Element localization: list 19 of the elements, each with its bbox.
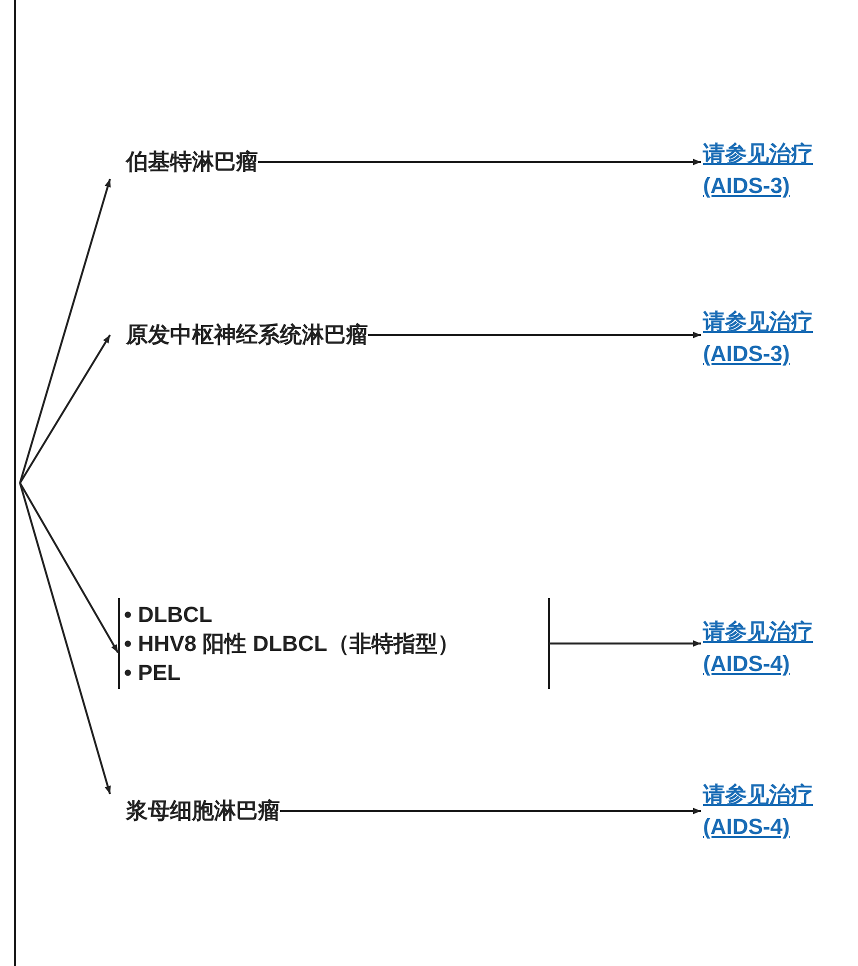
list-item: • DLBCL <box>124 601 214 629</box>
link-text: 请参见治疗 (AIDS-3) <box>703 140 814 200</box>
arrow <box>19 178 111 484</box>
link-text: 请参见治疗 (AIDS-3) <box>703 308 814 368</box>
arrow <box>280 808 701 814</box>
list-item: • PEL <box>124 659 182 687</box>
lymphoma-label: 伯基特淋巴瘤 <box>126 148 258 176</box>
bracket-list <box>118 598 550 689</box>
list-item: • HHV8 阳性 DLBCL（非特指型） <box>124 630 460 658</box>
lymphoma-label: 浆母细胞淋巴瘤 <box>126 797 280 825</box>
arrow <box>19 482 119 654</box>
arrow <box>19 482 111 794</box>
arrow <box>258 158 701 166</box>
arrow <box>19 334 111 484</box>
lymphoma-label: 原发中枢神经系统淋巴瘤 <box>126 321 368 349</box>
link-text: 请参见治疗 (AIDS-4) <box>703 618 814 678</box>
arrow <box>368 332 701 338</box>
link-text: 请参见治疗 (AIDS-4) <box>703 781 814 841</box>
arrow <box>550 640 701 647</box>
